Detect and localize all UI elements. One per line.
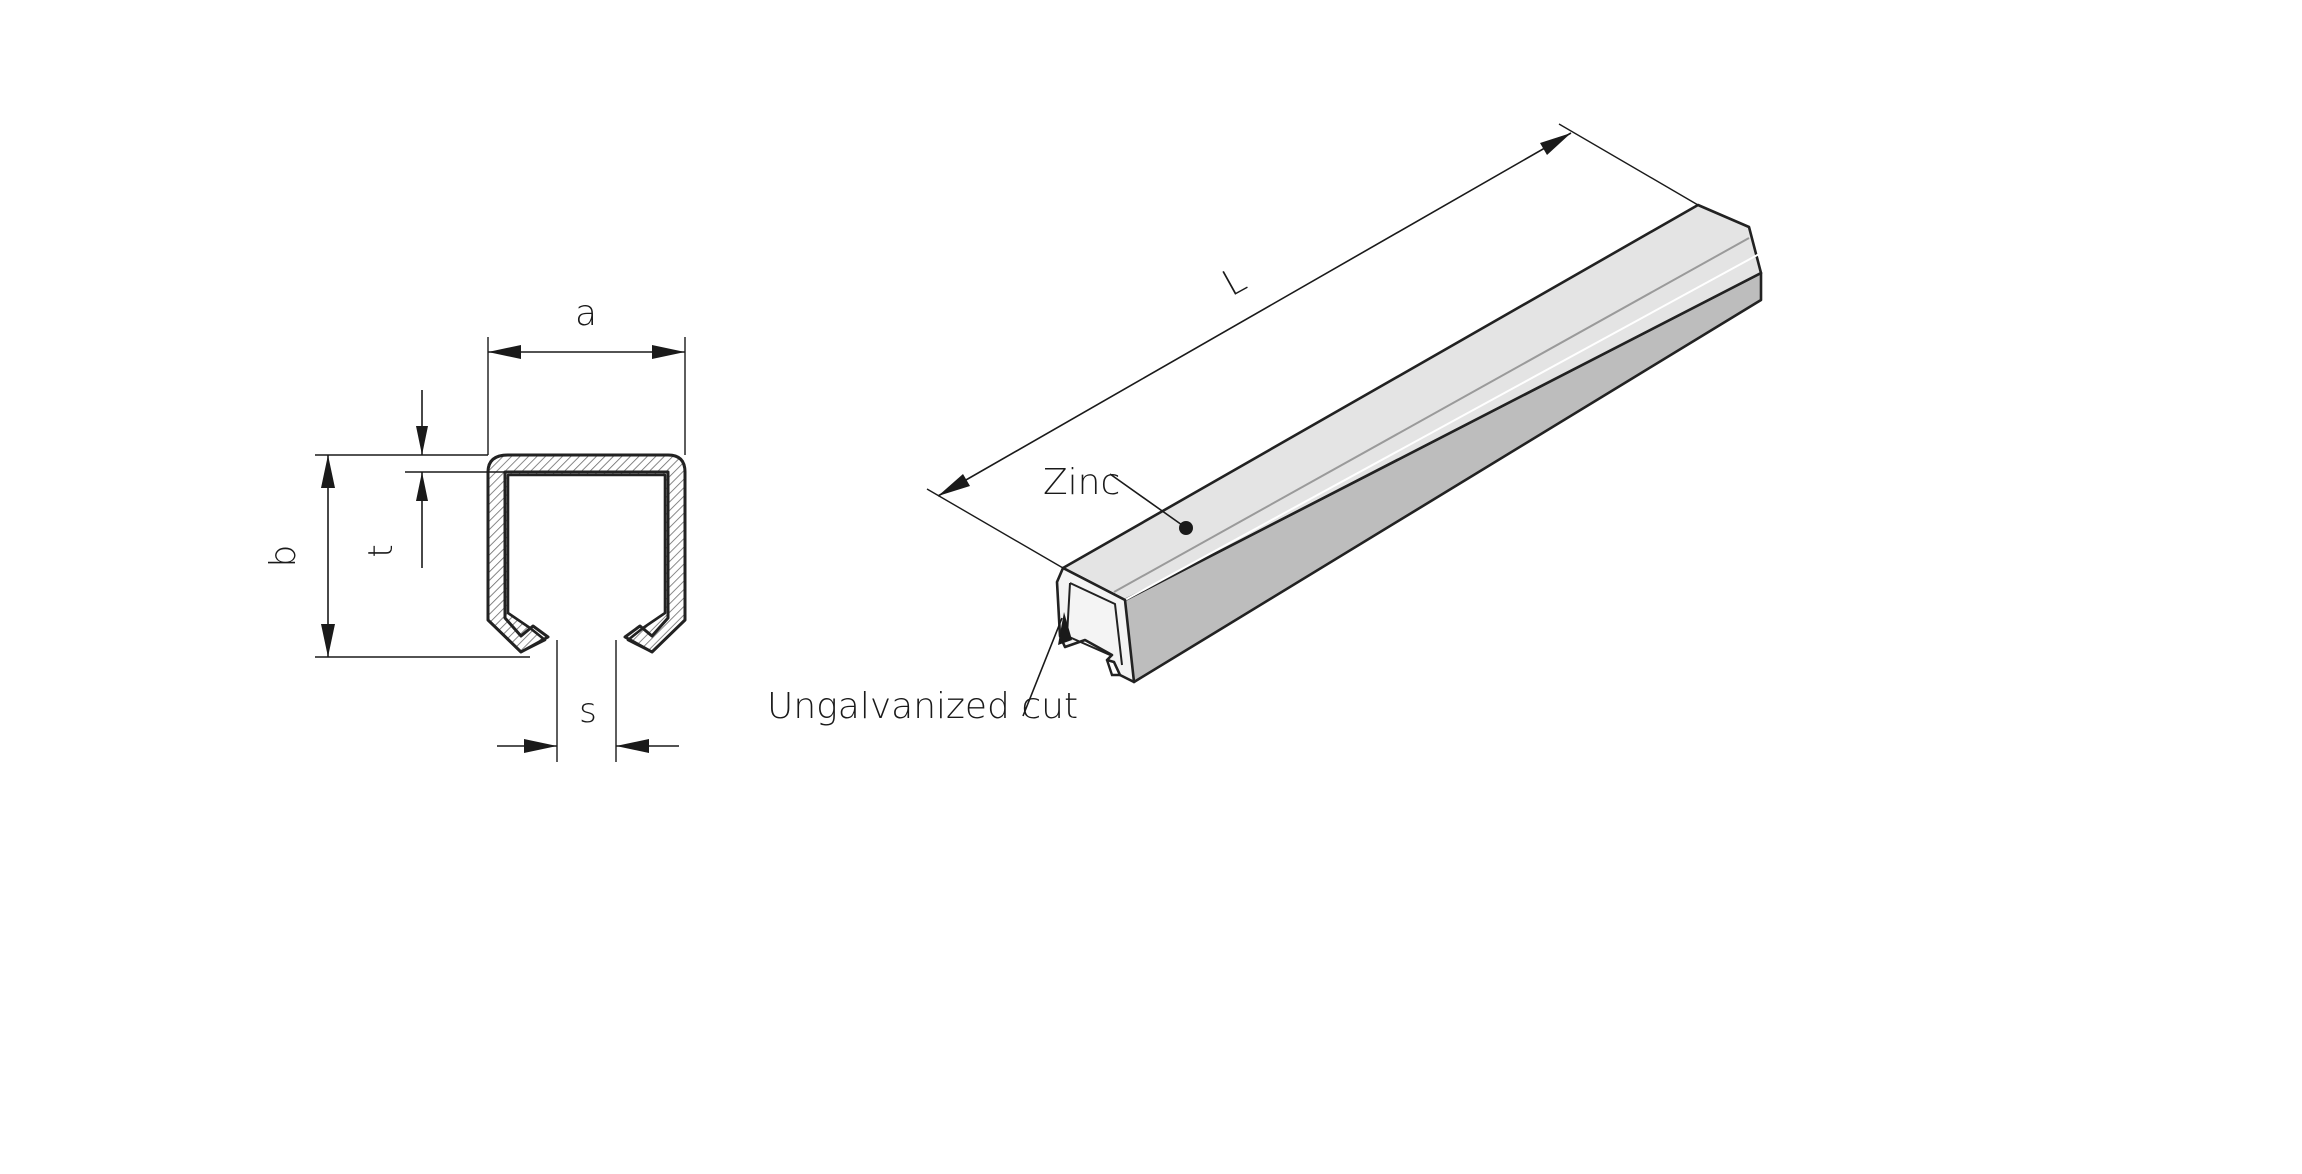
dim-L-extension-left — [926, 488, 1064, 569]
callout-cut-arrow — [1058, 612, 1072, 645]
rail-top-crease — [1113, 237, 1750, 593]
dim-b-arrow-bottom — [321, 624, 335, 657]
profile-outer-edge — [486, 453, 687, 654]
isometric-view: L Zinc Ungalvanized cut — [767, 123, 1763, 727]
dim-a-label: a — [575, 293, 597, 334]
callout-zinc-leader — [1109, 473, 1183, 526]
rail-lip-lower — [1105, 659, 1120, 677]
dim-L-arrow-left — [938, 474, 970, 496]
callout-cut-leader — [1022, 617, 1063, 717]
rail-top-face — [1061, 203, 1763, 602]
callout-cut-label: Ungalvanized cut — [767, 686, 1078, 727]
rail-end-face — [1055, 566, 1136, 684]
dim-t-arrow-top — [416, 426, 428, 455]
dim-a-arrow-left — [488, 345, 521, 359]
rail-top-crease-2 — [1124, 252, 1762, 601]
cross-section-view: a b t s — [263, 293, 687, 762]
dim-L-line — [937, 132, 1572, 497]
dim-b-label: b — [263, 545, 304, 568]
dim-s-arrow-right — [616, 739, 649, 753]
callout-zinc-label: Zinc — [1043, 462, 1120, 503]
callout-zinc-dot — [1179, 521, 1193, 535]
dim-t-arrow-bottom — [416, 472, 428, 501]
dim-s-label: s — [579, 691, 597, 731]
dim-L-extension-right — [1558, 123, 1699, 206]
dim-a-arrow-right — [652, 345, 685, 359]
dim-t-label: t — [361, 544, 401, 557]
profile-section — [486, 453, 687, 654]
dim-b-arrow-top — [321, 455, 335, 488]
dim-s-arrow-left — [524, 739, 557, 753]
dim-L-label: L — [1216, 259, 1253, 305]
dim-L-arrow-right — [1540, 133, 1571, 155]
